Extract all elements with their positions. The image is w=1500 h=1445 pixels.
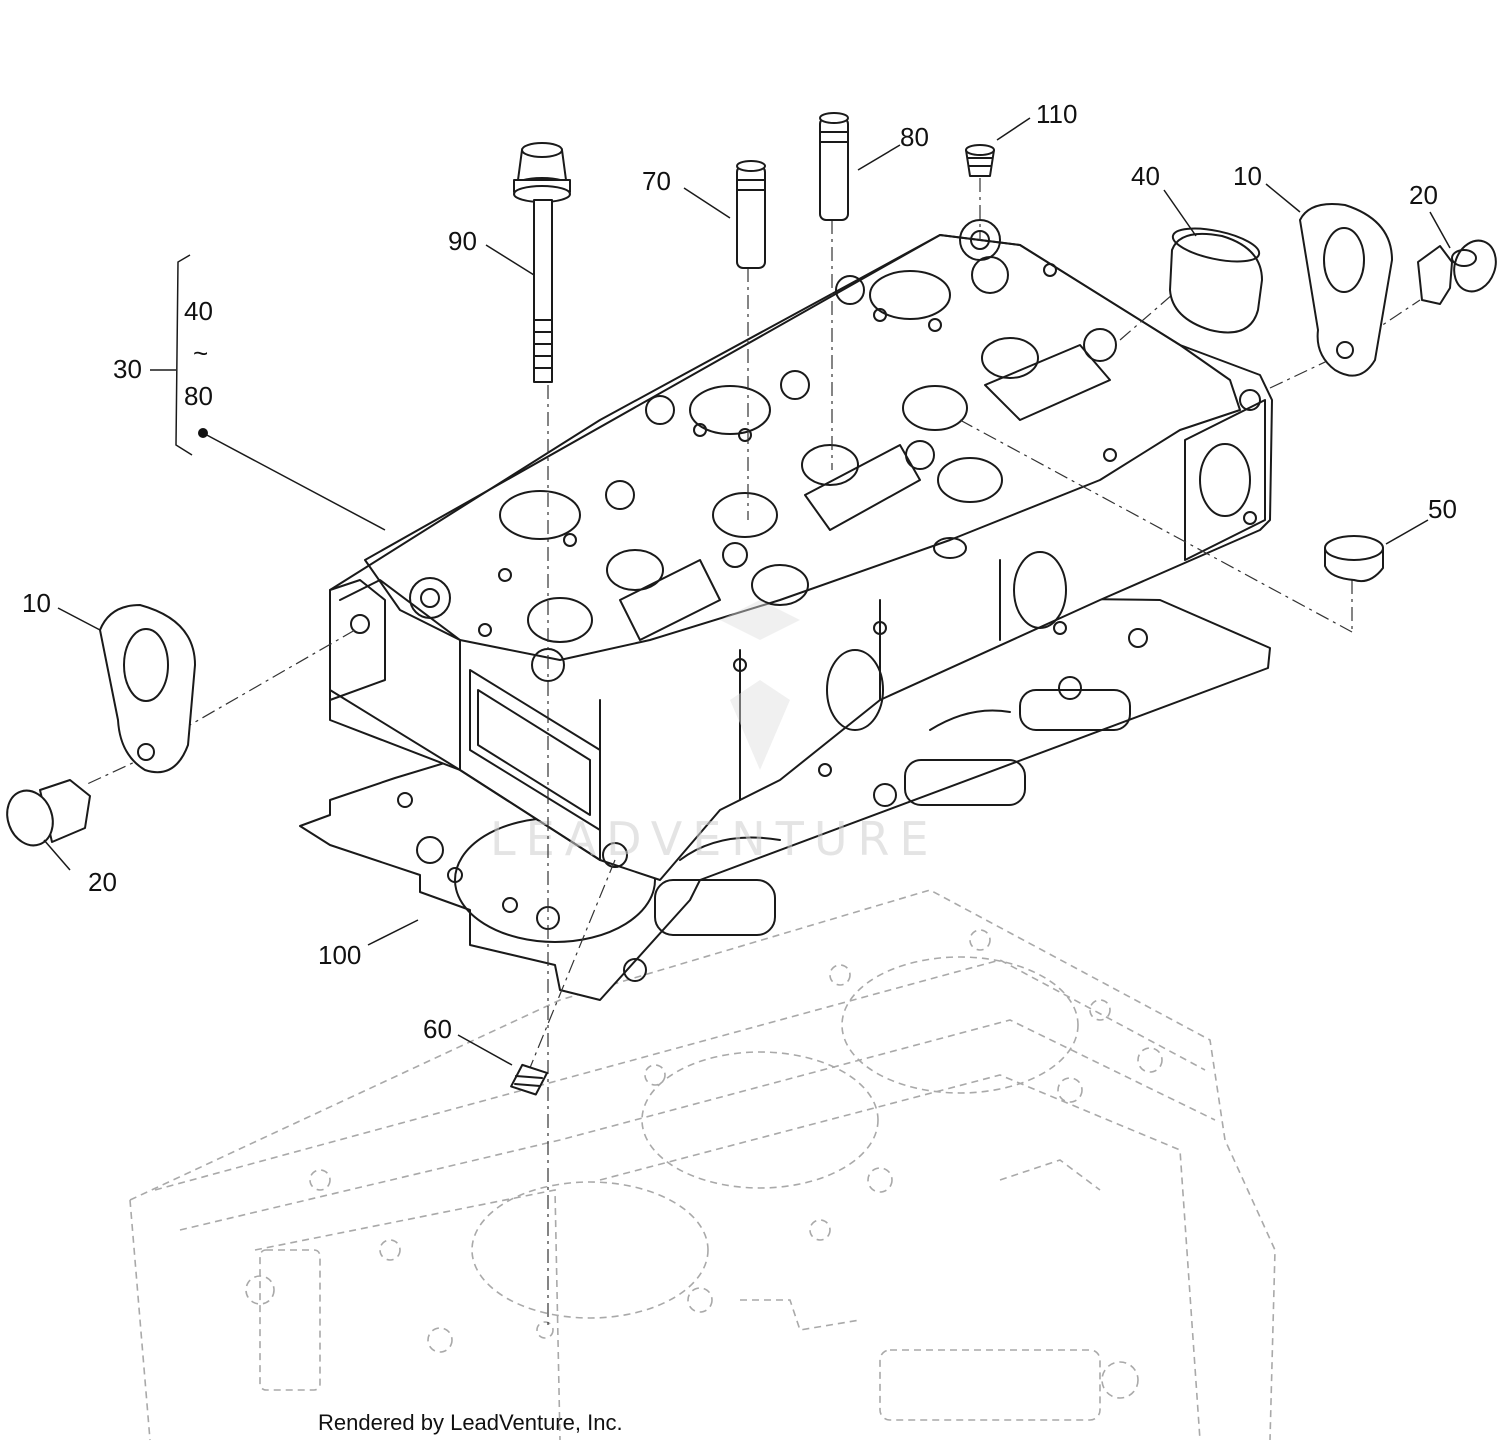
callout-80-top: 80 [900, 122, 929, 152]
plug-cap-40 [1169, 227, 1263, 334]
callout-90: 90 [448, 226, 477, 256]
callout-40-right: 40 [1131, 161, 1160, 191]
callout-leaders [43, 117, 1451, 1066]
callout-10-right: 10 [1233, 161, 1262, 191]
callout-20-right: 20 [1409, 180, 1438, 210]
fitting-left [6, 779, 91, 847]
callout-60: 60 [423, 1014, 452, 1044]
engine-block-ghost [129, 889, 1276, 1441]
valve-guide-80 [819, 112, 849, 221]
flange-plate-right [1299, 203, 1393, 377]
cylinder-head [329, 219, 1273, 881]
plug-110 [965, 144, 995, 177]
core-plug-50 [1324, 535, 1384, 583]
flange-plate-left [99, 604, 196, 774]
head-bolt [513, 142, 571, 383]
callout-100: 100 [318, 940, 361, 970]
callout-50: 50 [1428, 494, 1457, 524]
callout-30-range-sep: ~ [193, 338, 208, 368]
watermark-text: LEADVENTURE [490, 812, 939, 866]
fitting-right [1417, 239, 1497, 305]
callout-30-dot [198, 428, 208, 438]
callout-30-range-from: 40 [184, 296, 213, 326]
callout-70: 70 [642, 166, 671, 196]
callout-10-left: 10 [22, 588, 51, 618]
valve-guide-70 [736, 160, 766, 269]
callout-20-left: 20 [88, 867, 117, 897]
callout-labels: 90 70 80 110 40 10 20 30 40 ~ 80 50 10 2… [22, 99, 1457, 1044]
render-credit: Rendered by LeadVenture, Inc. [318, 1410, 623, 1435]
callout-30-range-to: 80 [184, 381, 213, 411]
head-gasket [299, 597, 1271, 1001]
watermark: LEADVENTURE [490, 600, 939, 866]
callout-110: 110 [1036, 99, 1077, 129]
callout-30: 30 [113, 354, 142, 384]
plug-60 [510, 1063, 549, 1096]
